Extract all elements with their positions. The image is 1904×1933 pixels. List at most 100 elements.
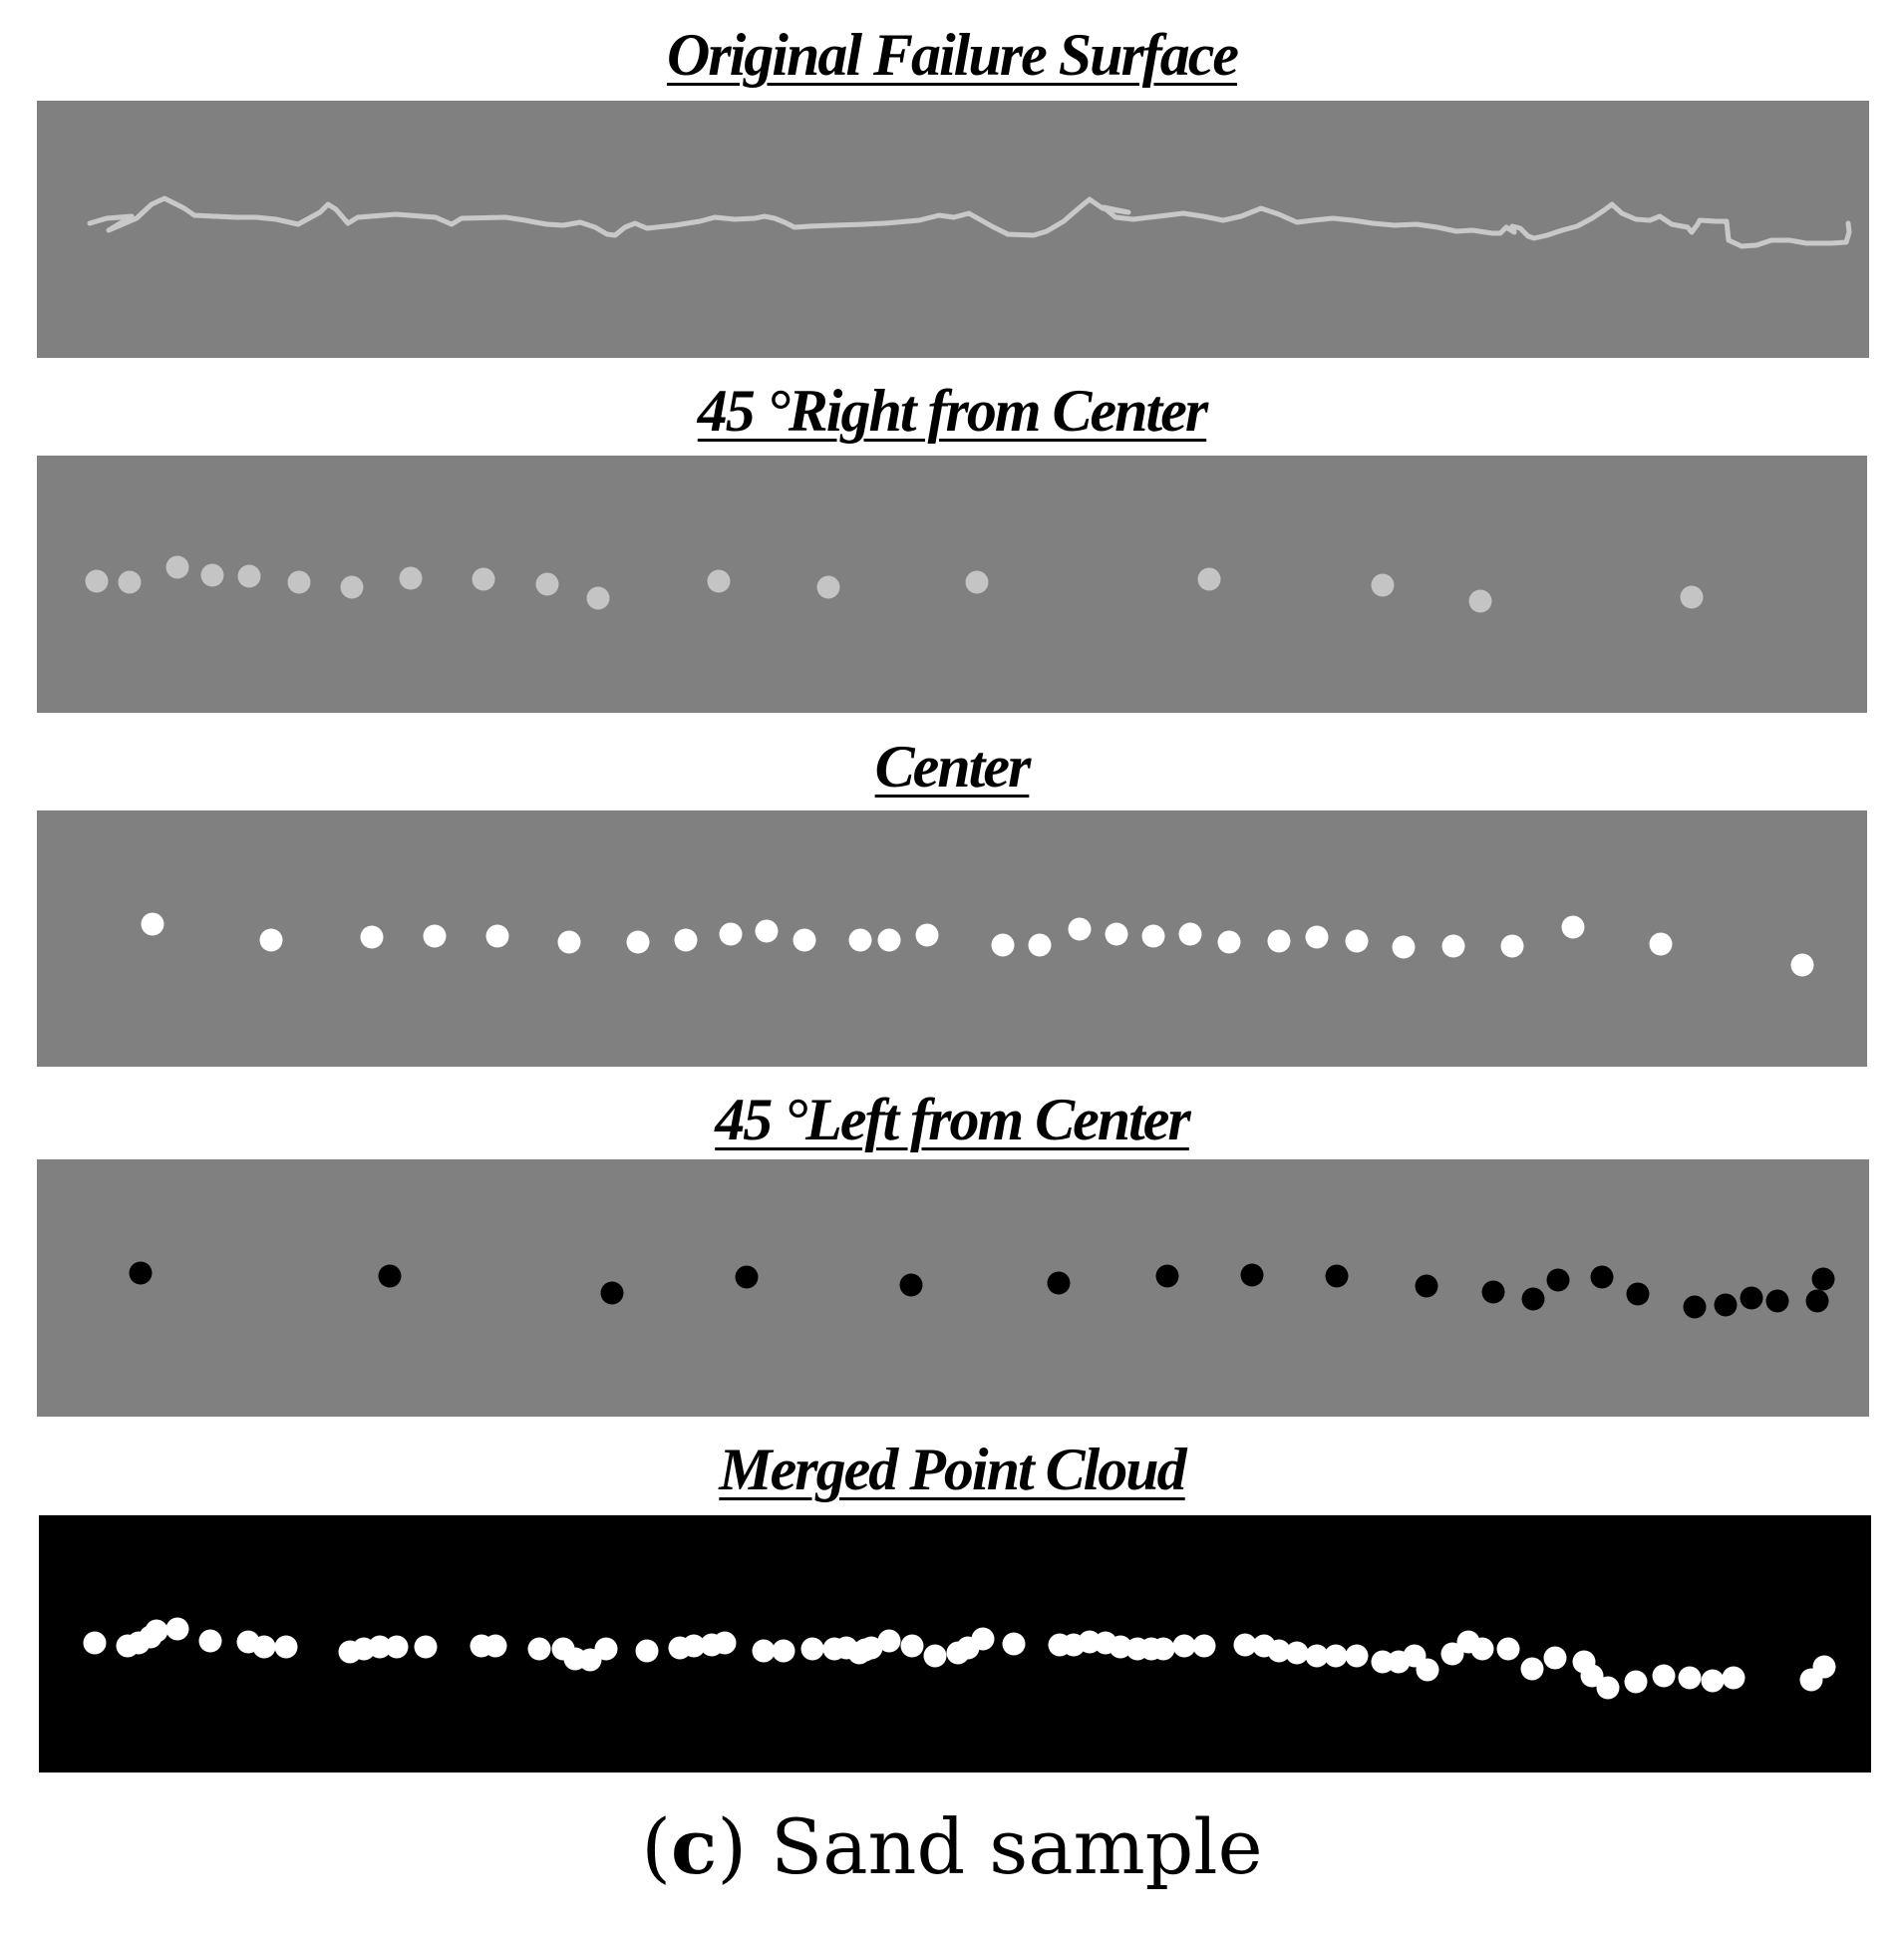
- point-dot: [129, 1261, 153, 1285]
- panel-title-original: Original Failure Surface: [666, 22, 1239, 88]
- point-dot: [1652, 1664, 1676, 1688]
- point-dot: [800, 1637, 824, 1661]
- point-dot: [1345, 929, 1369, 953]
- point-dot: [485, 924, 509, 948]
- point-dot: [483, 1634, 507, 1658]
- point-dot: [578, 1648, 602, 1672]
- point-dot: [594, 1637, 618, 1661]
- point-dot: [85, 569, 109, 593]
- panel-background: [37, 101, 1869, 358]
- point-dot: [707, 569, 731, 593]
- point-dot: [1325, 1264, 1349, 1288]
- point-dot: [1028, 933, 1052, 957]
- point-dot: [1683, 1295, 1707, 1319]
- point-dot: [1068, 917, 1092, 941]
- point-dot: [535, 572, 559, 596]
- point-dot: [399, 566, 423, 590]
- panel-title-right45: 45 °Right from Center: [697, 378, 1208, 444]
- point-dot: [1714, 1293, 1738, 1317]
- point-dot: [1047, 1271, 1071, 1295]
- point-dot: [1151, 1637, 1175, 1661]
- point-dot: [274, 1635, 298, 1659]
- point-dot: [923, 1644, 947, 1668]
- point-dot: [1481, 1280, 1505, 1304]
- point-dot: [1740, 1286, 1763, 1310]
- point-dot: [1543, 1646, 1567, 1670]
- point-dot: [1440, 1642, 1464, 1666]
- figure-caption: (c) Sand sample: [641, 1802, 1263, 1891]
- point-dot: [877, 1629, 901, 1653]
- point-dot: [600, 1281, 624, 1305]
- point-dot: [1285, 1641, 1309, 1665]
- point-dot: [1590, 1265, 1614, 1289]
- panel-merged-point-cloud: [39, 1515, 1871, 1772]
- point-dot: [1811, 1267, 1835, 1291]
- point-dot: [165, 1617, 189, 1641]
- point-dot: [735, 1265, 759, 1289]
- point-dot: [1192, 1634, 1216, 1658]
- point-dot: [965, 570, 989, 594]
- point-dot: [1520, 1657, 1544, 1681]
- point-dot: [674, 928, 698, 952]
- point-dot: [1799, 1668, 1823, 1692]
- point-dot: [1580, 1664, 1604, 1688]
- point-dot: [414, 1635, 438, 1659]
- panel-center: [37, 810, 1867, 1067]
- point-dot: [1415, 1274, 1438, 1298]
- panel-original-failure-surface: [37, 101, 1869, 358]
- point-dot: [1701, 1669, 1725, 1693]
- point-dot: [1765, 1289, 1789, 1313]
- point-dot: [385, 1635, 409, 1659]
- point-dot: [165, 555, 189, 579]
- point-dot: [145, 1619, 168, 1643]
- point-dot: [1624, 1670, 1648, 1694]
- point-dot: [719, 922, 743, 946]
- point-dot: [1500, 934, 1524, 958]
- point-dot: [472, 567, 495, 591]
- point-dot: [1345, 1644, 1369, 1668]
- point-dot: [1305, 1644, 1329, 1668]
- point-dot: [200, 563, 224, 587]
- point-dot: [900, 1634, 924, 1658]
- point-dot: [368, 1635, 392, 1659]
- point-dot: [1596, 1676, 1620, 1700]
- failure-surface-line: [87, 195, 1852, 249]
- panel-left-45: [37, 1159, 1869, 1417]
- point-dot: [1626, 1282, 1650, 1306]
- point-dot: [1155, 1264, 1179, 1288]
- point-dot: [586, 586, 610, 610]
- panel-title-left45: 45 °Left from Center: [715, 1087, 1191, 1152]
- point-dot: [713, 1631, 737, 1655]
- point-dot: [1468, 589, 1492, 613]
- point-dot: [1197, 567, 1221, 591]
- point-dot: [141, 912, 164, 936]
- point-dot: [1722, 1666, 1745, 1690]
- point-dot: [1141, 924, 1165, 948]
- point-dot: [1546, 1268, 1570, 1292]
- point-dot: [118, 570, 142, 594]
- point-dot: [752, 1639, 776, 1663]
- point-dot: [859, 1636, 883, 1660]
- point-dot: [915, 923, 939, 947]
- point-dot: [1392, 935, 1416, 959]
- point-dot: [1649, 932, 1673, 956]
- point-dot: [1521, 1287, 1545, 1311]
- point-dot: [991, 933, 1015, 957]
- point-dot: [1240, 1263, 1264, 1287]
- point-dot: [1267, 929, 1291, 953]
- point-dot: [1496, 1637, 1520, 1661]
- point-dot: [340, 575, 364, 599]
- point-dot: [360, 925, 384, 949]
- point-dot: [1561, 915, 1585, 939]
- point-dot: [1172, 1634, 1196, 1658]
- panel-right-45: [37, 456, 1867, 713]
- point-dot: [1233, 1633, 1257, 1657]
- point-dot: [252, 1635, 276, 1659]
- panel-title-merged: Merged Point Cloud: [719, 1437, 1186, 1502]
- point-dot: [755, 919, 779, 943]
- point-dot: [1267, 1639, 1291, 1663]
- point-dot: [1678, 1666, 1702, 1690]
- point-dot: [1178, 922, 1202, 946]
- point-dot: [793, 928, 816, 952]
- point-dot: [527, 1637, 551, 1661]
